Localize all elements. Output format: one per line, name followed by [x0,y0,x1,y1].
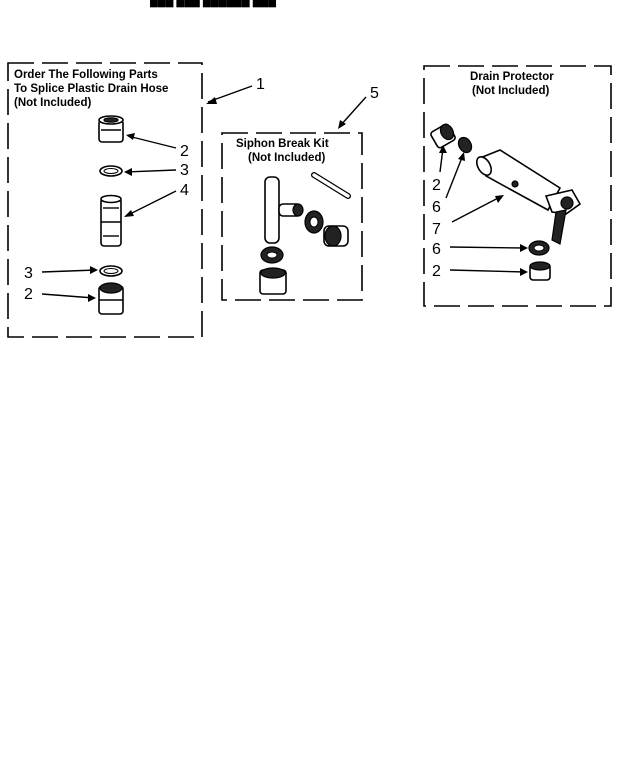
leader-2b [41,293,95,299]
callout-5: 5 [370,85,379,102]
splice-title-line1: Order The Following Parts [14,69,158,81]
leader-drain-6a-arrow [458,152,465,161]
drain-nut-bottom [528,240,550,256]
splice-sleeve-bottom [98,282,124,315]
splice-sleeve-top [98,115,124,143]
leader-drain-6b-arrow [520,244,528,252]
callout-drain-7: 7 [432,221,441,238]
splice-title-mask [12,64,198,112]
callout-splice-4: 4 [180,182,189,199]
siphon-title-mask [230,134,356,166]
leader-1-arrow [206,97,217,104]
leader-drain-2a-arrow [439,145,447,153]
siphon-title-line2: (Not Included) [248,152,325,164]
callout-splice-2b: 2 [24,286,33,303]
leader-3b-arrow [90,266,98,274]
callout-splice-2a: 2 [180,143,189,160]
leader-drain-7 [451,195,503,223]
drain-sleeve-bottom [529,261,551,281]
siphon-sleeve [259,267,287,295]
callout-1: 1 [256,76,265,93]
drain-group-box [423,65,612,307]
leader-drain-6a [445,154,464,199]
leader-2a [127,135,177,149]
leader-drain-2b [449,269,527,273]
leader-3b [41,269,97,273]
splice-clamp-bottom [99,265,123,277]
splice-connector [100,194,122,247]
leader-drain-2b-arrow [520,268,528,276]
siphon-tee [264,176,304,244]
drain-nut-top [457,136,473,154]
drain-title-mask [462,67,576,99]
drain-title-line1: Drain Protector [470,71,554,83]
callout-drain-2a: 2 [432,177,441,194]
top-cut-text: ███ ███ ██████ ███ [150,0,276,8]
callout-splice-3b: 3 [24,265,33,282]
callout-drain-6a: 6 [432,199,441,216]
siphon-group-box [221,132,363,301]
siphon-nut-lower [260,246,284,264]
drain-sleeve-top [430,123,456,149]
siphon-nut [304,210,324,234]
callout-drain-2b: 2 [432,263,441,280]
callout-drain-6b: 6 [432,241,441,258]
leader-2b-arrow [88,294,96,302]
leader-5 [339,96,367,127]
leader-3a-arrow [124,168,132,176]
leader-3a [125,169,177,173]
leader-drain-7-arrow [495,195,504,203]
leader-5-arrow [338,120,346,129]
splice-group-box [7,62,203,338]
callout-splice-3a: 3 [180,162,189,179]
leader-4 [125,190,177,217]
siphon-title-line1: Siphon Break Kit [236,138,329,150]
drain-protector-body [475,149,582,245]
drain-title-line2: (Not Included) [472,85,549,97]
splice-clamp-top [99,165,123,177]
splice-title-line2: To Splice Plastic Drain Hose [14,83,168,95]
leader-4-arrow [124,210,134,217]
leader-drain-6b [449,246,527,249]
splice-title-line3: (Not Included) [14,97,91,109]
siphon-rod [311,172,351,199]
leader-2a-arrow [126,133,135,140]
siphon-cap [323,225,349,247]
